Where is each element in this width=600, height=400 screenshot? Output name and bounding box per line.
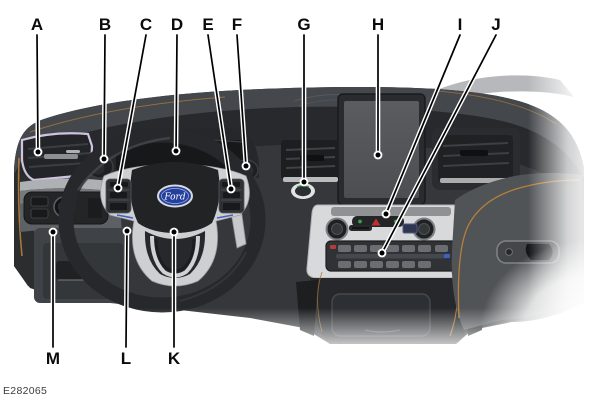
callout-letter-k: K	[167, 349, 181, 368]
figure-code: E282065	[3, 385, 48, 397]
fade-bottom	[120, 308, 560, 368]
callout-lines	[33, 32, 499, 350]
callout-letter-e: E	[202, 15, 214, 34]
callout-letter-g: G	[297, 15, 311, 34]
center-stack	[306, 204, 476, 279]
callout-letter-d: D	[170, 15, 184, 34]
engine-start-stop-button	[291, 183, 315, 199]
steering-wheel-right-controls	[218, 178, 245, 214]
callout-letter-j: J	[491, 15, 501, 34]
callout-letter-f: F	[231, 15, 243, 34]
callout-letter-b: B	[98, 15, 112, 34]
callout-endpoints	[33, 146, 391, 258]
screen-side-vent-left	[281, 140, 339, 182]
glove-box-lock	[505, 248, 513, 256]
ford-logo: Ford	[157, 184, 193, 208]
climate-control-panel	[325, 240, 459, 272]
callout-letter-l: L	[120, 349, 132, 368]
callout-letter-h: H	[371, 15, 385, 34]
ford-logo-text: Ford	[163, 193, 185, 203]
volume-knob	[325, 217, 349, 241]
steering-wheel: Ford	[58, 127, 266, 313]
callout-letter-a: A	[30, 15, 44, 34]
callout-letter-c: C	[139, 15, 153, 34]
callout-letter-m: M	[45, 349, 61, 368]
screen-side-vent-right	[432, 128, 520, 190]
small-display	[402, 223, 418, 234]
callout-letter-i: I	[457, 15, 463, 34]
